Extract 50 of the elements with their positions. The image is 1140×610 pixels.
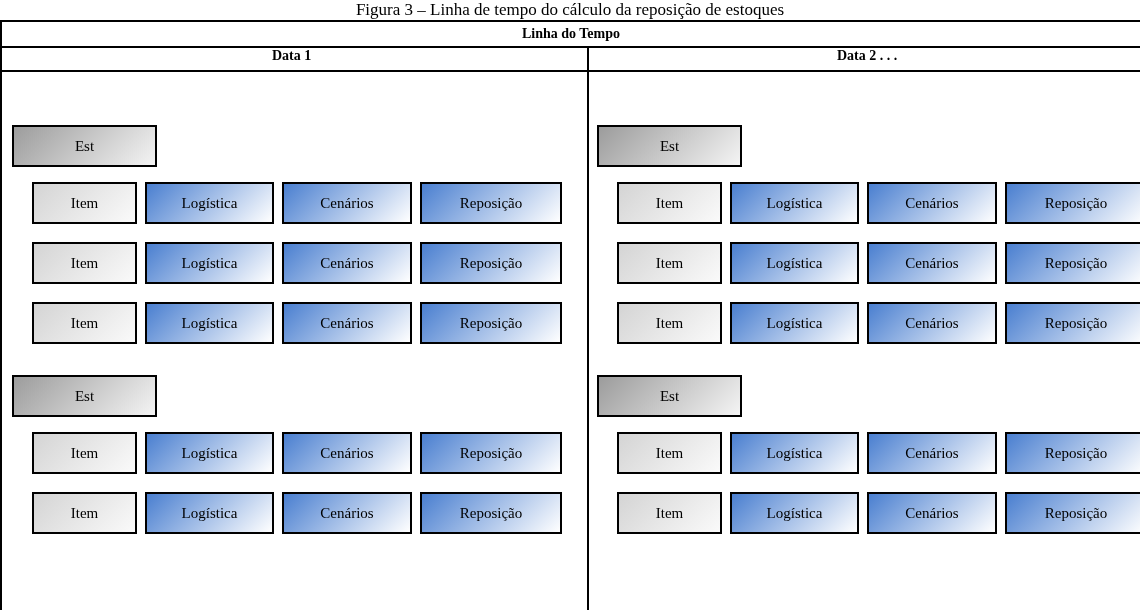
item-box: Item xyxy=(32,302,137,344)
figure-title: Figura 3 – Linha de tempo do cálculo da reposição de estoques xyxy=(354,0,786,19)
scenarios-box: Cenários xyxy=(282,182,412,224)
scenarios-box: Cenários xyxy=(867,432,997,474)
item-box: Item xyxy=(617,492,722,534)
logistics-box: Logística xyxy=(145,182,274,224)
scenarios-box: Cenários xyxy=(282,302,412,344)
item-box: Item xyxy=(32,182,137,224)
item-box: Item xyxy=(617,182,722,224)
scenarios-box: Cenários xyxy=(282,492,412,534)
replenishment-box: Reposição xyxy=(1005,302,1140,344)
scenarios-box: Cenários xyxy=(867,182,997,224)
scenarios-box: Cenários xyxy=(282,242,412,284)
logistics-box: Logística xyxy=(730,432,859,474)
item-box: Item xyxy=(617,242,722,284)
scenarios-box: Cenários xyxy=(867,492,997,534)
replenishment-box: Reposição xyxy=(420,302,562,344)
timeline-frame xyxy=(0,20,1140,610)
replenishment-box: Reposição xyxy=(1005,182,1140,224)
item-box: Item xyxy=(617,302,722,344)
item-box: Item xyxy=(32,432,137,474)
replenishment-box: Reposição xyxy=(420,492,562,534)
replenishment-box: Reposição xyxy=(1005,492,1140,534)
stock-box: Est xyxy=(597,375,742,417)
logistics-box: Logística xyxy=(145,302,274,344)
logistics-box: Logística xyxy=(145,242,274,284)
logistics-box: Logística xyxy=(145,492,274,534)
logistics-box: Logística xyxy=(145,432,274,474)
replenishment-box: Reposição xyxy=(420,182,562,224)
replenishment-box: Reposição xyxy=(1005,432,1140,474)
item-box: Item xyxy=(617,432,722,474)
scenarios-box: Cenários xyxy=(867,242,997,284)
stock-box: Est xyxy=(597,125,742,167)
item-box: Item xyxy=(32,242,137,284)
logistics-box: Logística xyxy=(730,242,859,284)
logistics-box: Logística xyxy=(730,302,859,344)
stock-box: Est xyxy=(12,125,157,167)
date-heading: Data 2 . . . xyxy=(837,48,898,64)
stock-box: Est xyxy=(12,375,157,417)
replenishment-box: Reposição xyxy=(420,242,562,284)
item-box: Item xyxy=(32,492,137,534)
scenarios-box: Cenários xyxy=(867,302,997,344)
date-heading: Data 1 xyxy=(272,48,312,64)
timeline-heading: Linha do Tempo xyxy=(520,26,622,42)
replenishment-box: Reposição xyxy=(420,432,562,474)
scenarios-box: Cenários xyxy=(282,432,412,474)
date-column xyxy=(2,46,589,610)
logistics-box: Logística xyxy=(730,182,859,224)
logistics-box: Logística xyxy=(730,492,859,534)
replenishment-box: Reposição xyxy=(1005,242,1140,284)
